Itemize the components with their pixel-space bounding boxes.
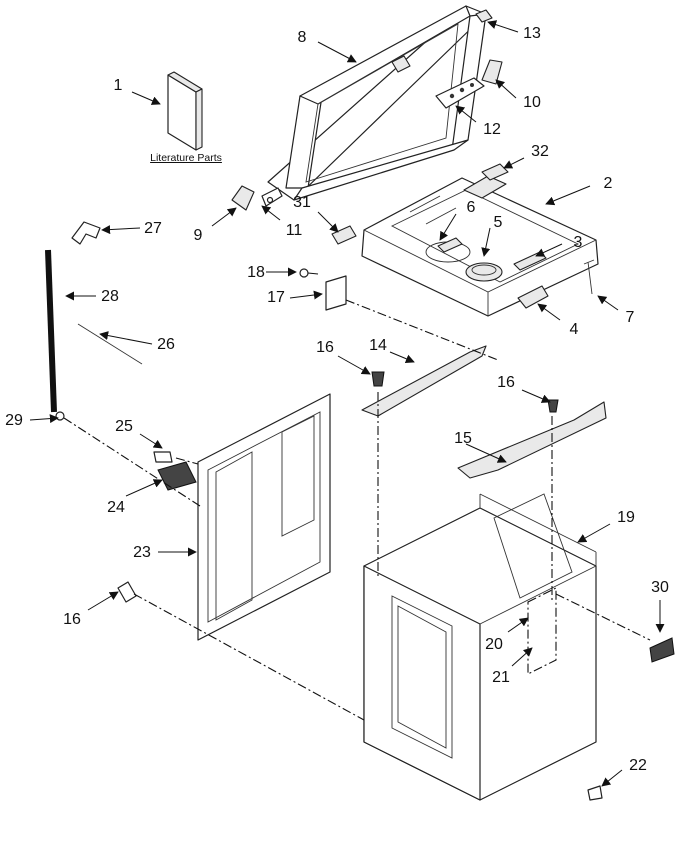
connector-screw bbox=[153, 451, 173, 463]
callout-15: 15 bbox=[454, 430, 472, 447]
screw-and-bracket bbox=[299, 268, 347, 311]
callout-30: 30 bbox=[651, 579, 669, 596]
tub-ring-insert bbox=[437, 237, 463, 253]
lid-hinge bbox=[231, 185, 283, 211]
switch-panel bbox=[435, 77, 485, 109]
lid-lock bbox=[517, 285, 549, 309]
bolt-upper-left bbox=[371, 371, 385, 387]
leveling-foot bbox=[587, 785, 603, 801]
callout-19: 19 bbox=[617, 509, 635, 526]
hose-strap bbox=[77, 323, 143, 365]
literature-booklet bbox=[167, 71, 203, 151]
nameplate bbox=[649, 637, 675, 663]
rear-brace bbox=[457, 401, 607, 479]
cabinet bbox=[363, 493, 597, 801]
callout-28: 28 bbox=[101, 288, 119, 305]
callout-11: 11 bbox=[285, 222, 303, 239]
assembly-lines bbox=[63, 299, 651, 721]
lid-switch-bracket bbox=[481, 59, 503, 85]
hose-elbow bbox=[71, 221, 101, 245]
callout-25: 25 bbox=[115, 418, 133, 435]
callout-12: 12 bbox=[483, 121, 501, 138]
callout-21: 21 bbox=[492, 669, 510, 686]
callout-31: 31 bbox=[293, 194, 311, 211]
literature-parts-label: Literature Parts bbox=[150, 152, 222, 164]
callout-8: 8 bbox=[297, 29, 307, 46]
callout-17: 17 bbox=[267, 289, 285, 306]
wire-clip bbox=[583, 259, 595, 295]
top-panel bbox=[361, 175, 599, 317]
front-brace bbox=[361, 345, 487, 417]
rear-panel bbox=[197, 393, 331, 641]
callout-24: 24 bbox=[107, 499, 125, 516]
callout-13: 13 bbox=[523, 25, 541, 42]
callout-29: 29 bbox=[5, 412, 23, 429]
hose-connector bbox=[157, 461, 197, 491]
callout-22: 22 bbox=[629, 757, 647, 774]
callout-18: 18 bbox=[247, 264, 265, 281]
switch-cover bbox=[481, 163, 509, 181]
callout-7: 7 bbox=[625, 309, 635, 326]
callout-3: 3 bbox=[573, 234, 583, 251]
harness-clip bbox=[331, 225, 357, 245]
callout-2: 2 bbox=[603, 175, 613, 192]
bolt-lower-left bbox=[117, 581, 137, 603]
callout-16c: 16 bbox=[63, 611, 81, 628]
lid-bumper bbox=[475, 9, 493, 23]
leader-arrows bbox=[29, 20, 665, 787]
callout-4: 4 bbox=[569, 321, 579, 338]
callout-16a: 16 bbox=[316, 339, 334, 356]
callout-23: 23 bbox=[133, 544, 151, 561]
callout-6: 6 bbox=[466, 199, 476, 216]
callout-26: 26 bbox=[157, 336, 175, 353]
callout-1: 1 bbox=[113, 77, 123, 94]
callout-16b: 16 bbox=[497, 374, 515, 391]
callout-20: 20 bbox=[485, 636, 503, 653]
callout-9: 9 bbox=[193, 227, 203, 244]
bolt-upper-right bbox=[547, 399, 559, 413]
drain-hose bbox=[45, 249, 57, 413]
callout-14: 14 bbox=[369, 337, 387, 354]
callout-5: 5 bbox=[493, 214, 503, 231]
callout-32: 32 bbox=[531, 143, 549, 160]
hose-clamp bbox=[55, 411, 65, 421]
callout-27: 27 bbox=[144, 220, 162, 237]
callout-10: 10 bbox=[523, 94, 541, 111]
lid-frame bbox=[267, 5, 487, 201]
